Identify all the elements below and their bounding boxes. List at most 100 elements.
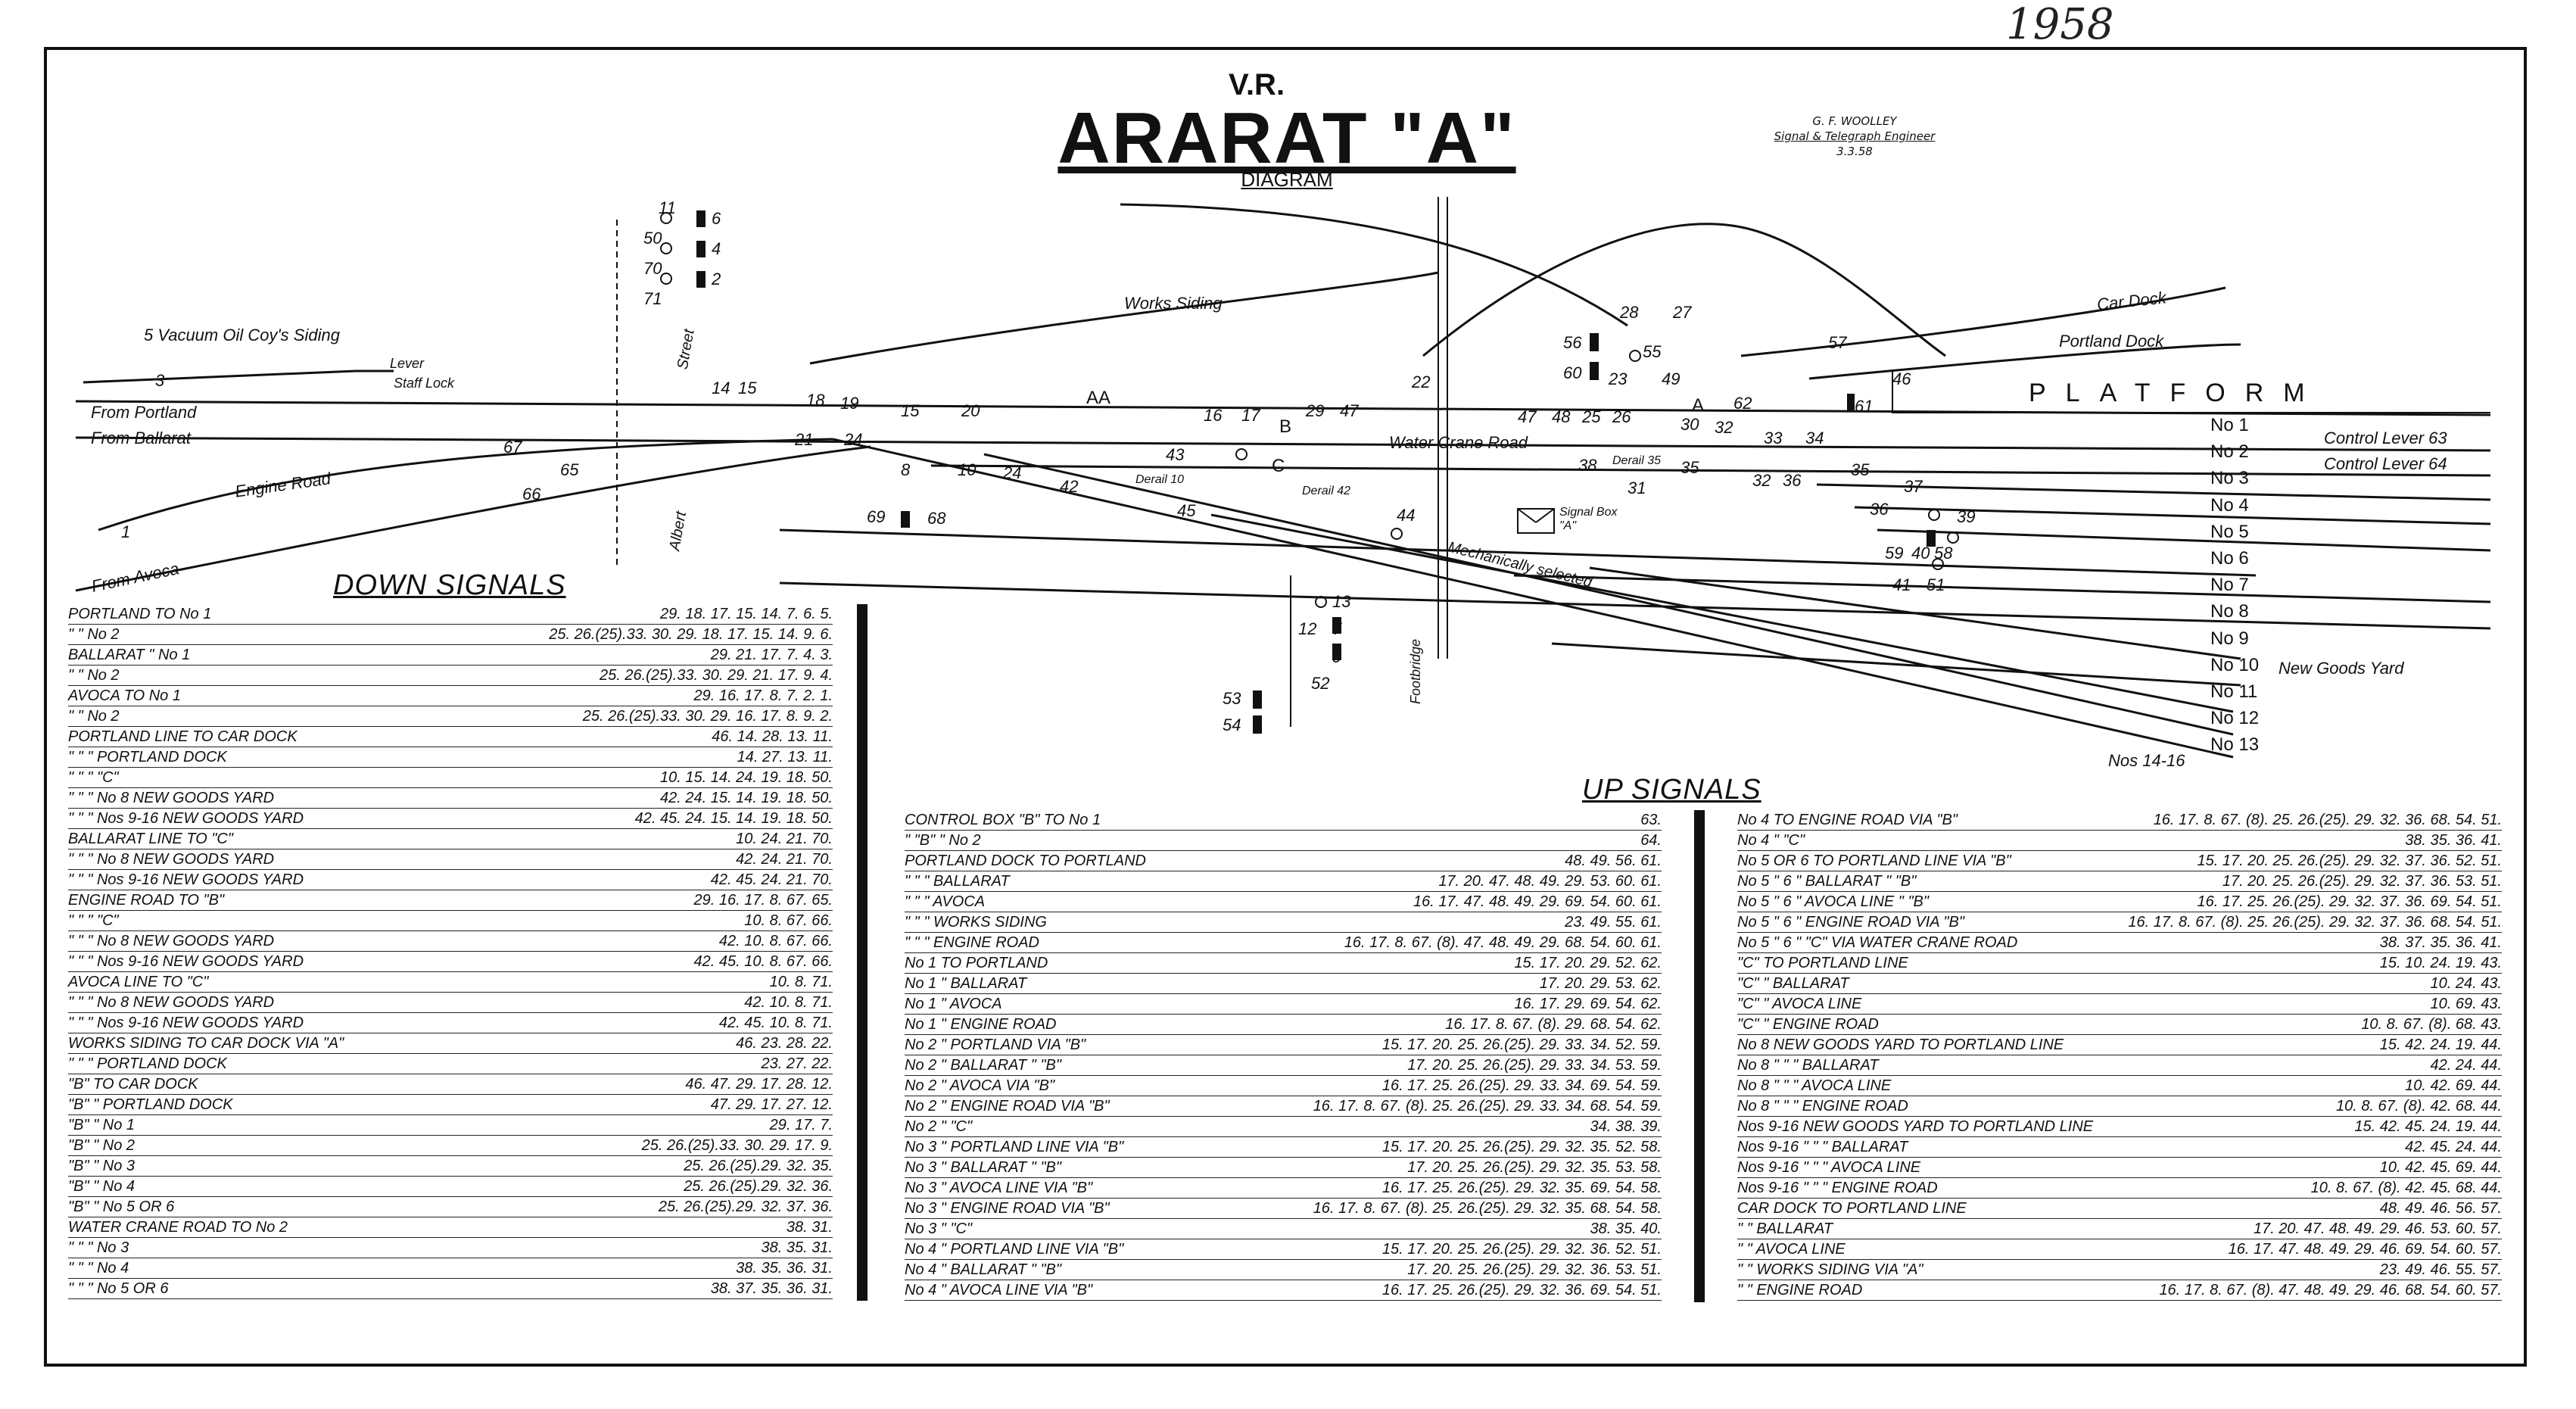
- lever-number-label: 55: [1643, 342, 1662, 361]
- label-from-ballarat: From Ballarat: [91, 429, 192, 447]
- lever-sequence: 29. 16. 17. 8. 7. 2. 1.: [689, 687, 833, 705]
- lever-number-label: 32: [1752, 471, 1771, 490]
- lever-number-label: 42: [1060, 477, 1079, 496]
- signal-arm-61: [1847, 394, 1855, 412]
- lever-sequence: 16. 17. 47. 48. 49. 29. 69. 54. 60. 61.: [1408, 893, 1662, 911]
- lever-sequence: 42. 45. 24. 44.: [2400, 1139, 2502, 1156]
- lever-sequence: 48. 49. 46. 56. 57.: [2375, 1200, 2502, 1217]
- track-avoca: [75, 445, 871, 592]
- lever-sequence: 10. 8. 67. (8). 42. 45. 68. 44.: [2306, 1180, 2502, 1197]
- lever-sequence: 25. 26.(25).33. 30. 29. 21. 17. 9. 4.: [595, 667, 833, 684]
- signal-route-row: "C" " AVOCA LINE 10. 69. 43.: [1737, 994, 2502, 1015]
- lever-number-label: 10: [958, 460, 977, 479]
- route-name: No 4 " BALLARAT " "B": [905, 1261, 1066, 1279]
- route-name: No 1 TO PORTLAND: [905, 955, 1053, 972]
- signal-arm-7: [1332, 617, 1341, 634]
- up-signals-caption: UP SIGNALS: [1582, 774, 1761, 806]
- signal-route-row: BALLARAT LINE TO "C"10. 24. 21. 70.: [68, 829, 833, 849]
- label-point-aa: AA: [1086, 388, 1111, 408]
- route-name: " " No 2: [68, 708, 124, 725]
- route-name: No 4 " "C": [1737, 832, 1810, 849]
- signal-disc-50: [660, 242, 672, 254]
- lever-number-label: 52: [1311, 674, 1330, 693]
- lever-number-label: 32: [1715, 418, 1733, 437]
- signal-arm-40: [1927, 530, 1936, 547]
- signal-route-row: No 4 " "C"38. 35. 36. 41.: [1737, 831, 2502, 851]
- lever-sequence: 23. 27. 22.: [756, 1055, 833, 1073]
- diagram-frame: [44, 47, 2527, 1367]
- lever-sequence: 46. 47. 29. 17. 28. 12.: [681, 1076, 833, 1093]
- lever-sequence: 10. 42. 45. 69. 44.: [2375, 1159, 2502, 1177]
- signal-route-row: No 3 " ENGINE ROAD VIA "B"16. 17. 8. 67.…: [905, 1199, 1662, 1219]
- signal-arm-6: [696, 210, 706, 227]
- route-name: No 2 " BALLARAT " "B": [905, 1057, 1066, 1074]
- route-name: " " BALLARAT: [1737, 1220, 1838, 1238]
- track-goods-fan-5: [1551, 642, 2241, 687]
- diagram-title: ARARAT "A": [1057, 98, 1516, 179]
- road-number-label: No 11: [2210, 681, 2258, 702]
- lever-number-label: 4: [712, 239, 721, 258]
- label-footbridge: Footbridge: [1408, 638, 1423, 704]
- lever-sequence: 17. 20. 25. 26.(25). 29. 32. 35. 53. 58.: [1403, 1159, 1662, 1177]
- label-works-siding: Works Siding: [1124, 294, 1223, 313]
- signal-route-row: CONTROL BOX "B" TO No 1 63.: [905, 810, 1662, 831]
- lever-sequence: 64.: [1636, 832, 1662, 849]
- route-name: No 5 OR 6 TO PORTLAND LINE VIA "B": [1737, 853, 2016, 870]
- lever-sequence: 38. 35. 40.: [1585, 1220, 1662, 1238]
- signal-route-row: No 3 " PORTLAND LINE VIA "B"15. 17. 20. …: [905, 1137, 1662, 1158]
- lever-number-label: 17: [1241, 406, 1260, 425]
- lever-sequence: 25. 26.(25).29. 32. 36.: [679, 1178, 833, 1195]
- route-name: " " " No 8 NEW GOODS YARD: [68, 933, 279, 950]
- route-name: No 5 " 6 " "C" VIA WATER CRANE ROAD: [1737, 934, 2023, 952]
- route-name: CONTROL BOX "B" TO No 1: [905, 812, 1106, 829]
- lever-sequence: 29. 17. 7.: [765, 1117, 833, 1134]
- lever-number-label: 67: [503, 438, 522, 457]
- route-name: " " AVOCA LINE: [1737, 1241, 1850, 1258]
- lever-number-label: 26: [1612, 407, 1631, 426]
- lever-sequence: 34. 38. 39.: [1585, 1118, 1662, 1136]
- label-derail-10: Derail 10: [1135, 473, 1185, 486]
- lever-number-label: 30: [1680, 415, 1699, 434]
- signal-arm-53: [1253, 690, 1262, 709]
- lever-number-label: 21: [795, 430, 814, 449]
- signal-box-icon: [1517, 508, 1555, 534]
- lever-sequence: 10. 8. 71.: [765, 974, 833, 991]
- lever-number-label: 66: [522, 485, 541, 503]
- lever-sequence: 25. 26.(25).33. 30. 29. 17. 9.: [637, 1137, 833, 1155]
- handwritten-note: 1958: [2006, 0, 2114, 49]
- signal-route-row: No 3 " "C"38. 35. 40.: [905, 1219, 1662, 1239]
- lever-number-label: 8: [901, 460, 911, 479]
- lever-sequence: 10. 69. 43.: [2425, 996, 2502, 1013]
- lever-sequence: 29. 16. 17. 8. 67. 65.: [689, 892, 833, 909]
- signal-route-row: AVOCA LINE TO "C"10. 8. 71.: [68, 972, 833, 993]
- road-number-label: No 7: [2210, 575, 2249, 596]
- lever-number-label: 34: [1805, 429, 1824, 447]
- lever-sequence: 63.: [1636, 812, 1662, 829]
- lever-number-label: 2: [712, 270, 721, 288]
- lever-sequence: 16. 17. 8. 67. (8). 29. 68. 54. 62.: [1441, 1016, 1662, 1033]
- lever-number-label: 37: [1904, 477, 1923, 496]
- lever-number-label: 7: [1332, 619, 1342, 638]
- track-car-dock: [1740, 286, 2226, 357]
- route-name: "C" " AVOCA LINE: [1737, 996, 1867, 1013]
- lever-number-label: 57: [1828, 333, 1847, 352]
- down-signals-caption: DOWN SIGNALS: [333, 569, 566, 601]
- route-name: No 4 " PORTLAND LINE VIA "B": [905, 1241, 1129, 1258]
